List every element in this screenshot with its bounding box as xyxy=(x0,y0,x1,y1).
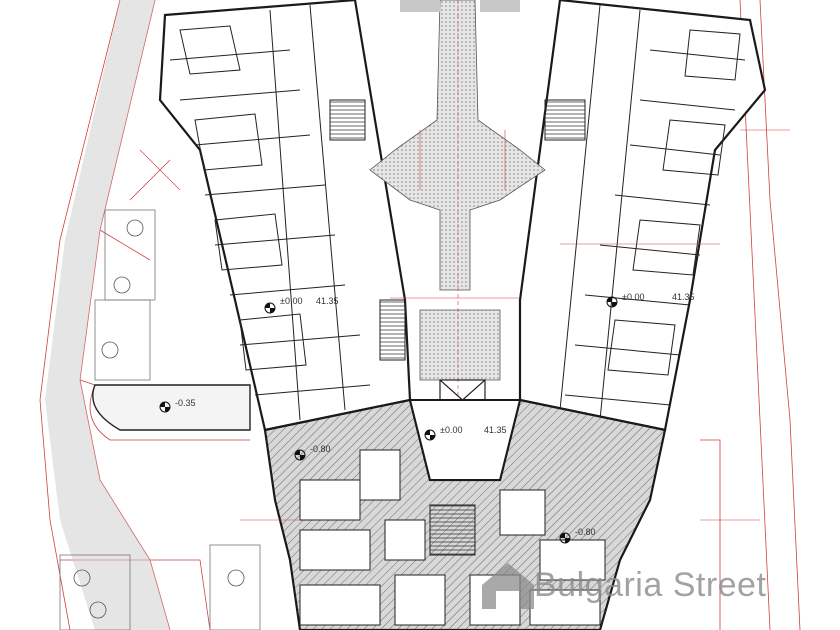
level-symbol-icon xyxy=(264,302,276,314)
level-elevation: -0.35 xyxy=(175,398,196,408)
level-marker-lower-left: -0.80 xyxy=(294,444,331,461)
level-absolute: 41.35 xyxy=(672,292,695,302)
watermark-text: Bulgaria Street xyxy=(534,565,767,604)
level-elevation: -0.80 xyxy=(310,444,331,454)
level-marker-terrace: -0.35 xyxy=(159,398,196,413)
level-marker-lower-right: -0.80 xyxy=(559,527,596,544)
parking-spots xyxy=(59,209,261,630)
level-elevation: ±0.00 xyxy=(440,425,462,435)
level-marker-west: ±0.00 41.35 xyxy=(264,296,339,314)
level-elevation: ±0.00 xyxy=(622,292,644,302)
level-symbol-icon xyxy=(159,401,171,413)
road-hatch xyxy=(45,0,170,630)
level-absolute: 41.35 xyxy=(316,296,339,306)
dimension-lines xyxy=(139,129,790,521)
west-wing-rooms xyxy=(169,4,371,421)
level-symbol-icon xyxy=(294,449,306,461)
level-symbol-icon xyxy=(606,296,618,308)
level-marker-entrance: ±0.00 41.35 xyxy=(424,425,507,441)
terrace xyxy=(92,384,251,431)
level-symbol-icon xyxy=(424,429,436,441)
level-marker-east: ±0.00 41.35 xyxy=(606,292,695,308)
central-courtyard xyxy=(369,0,546,400)
east-wing-stairs xyxy=(544,99,586,141)
east-wing-rooms xyxy=(559,4,746,421)
lower-block-rooms xyxy=(299,449,606,626)
east-wing xyxy=(518,0,767,432)
level-elevation: -0.80 xyxy=(575,527,596,537)
level-absolute: 41.35 xyxy=(484,425,507,435)
west-wing-stairs xyxy=(329,99,406,361)
brand-watermark: Bulgaria Street xyxy=(478,555,828,615)
house-logo-icon xyxy=(482,563,534,609)
level-elevation: ±0.00 xyxy=(280,296,302,306)
level-symbol-icon xyxy=(559,532,571,544)
